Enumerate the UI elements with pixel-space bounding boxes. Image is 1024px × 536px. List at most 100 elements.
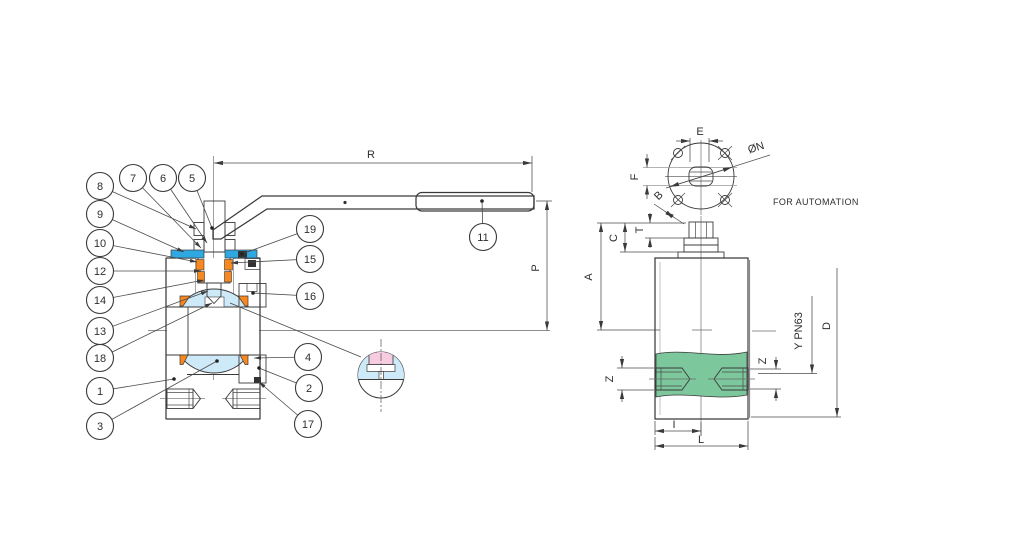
callout-10: 10: [85, 228, 115, 258]
handle-grip: [415, 191, 535, 212]
gland-nut-right: [224, 222, 236, 236]
right-view: E F B ØN FOR AUTOMATION: [583, 126, 859, 450]
dim-label-A: A: [583, 273, 595, 281]
dim-B: B: [652, 189, 685, 225]
dim-C: C: [608, 223, 678, 253]
gland-washer-right: [224, 239, 236, 252]
handle-bar: [212, 195, 535, 240]
svg-text:16: 16: [304, 291, 316, 303]
detail-bubble: [229, 302, 405, 412]
callout-16: 16: [295, 281, 325, 311]
callout-7: 7: [118, 163, 148, 193]
dim-label-Y: Y PN63: [793, 312, 805, 350]
side-port-right: [708, 367, 755, 391]
stop-pin: [248, 260, 256, 267]
dim-label-T: T: [634, 226, 646, 233]
svg-text:15: 15: [304, 254, 316, 266]
seat-seals: [179, 295, 249, 365]
callout-14: 14: [85, 285, 115, 315]
flow-bore: [167, 307, 259, 355]
callout-6: 6: [148, 163, 178, 193]
dim-Z-right: Z: [750, 357, 781, 401]
dim-label-D: D: [821, 322, 833, 330]
iso-pad-top-view: E F B ØN: [629, 126, 771, 225]
dim-label-R: R: [367, 149, 375, 161]
callout-4: 4: [293, 342, 323, 372]
callout-balloons: 1 2 3 4 5 6 7 8 9 10 11 12 13 14 15 16 1…: [85, 163, 498, 441]
svg-text:18: 18: [94, 353, 106, 365]
svg-text:6: 6: [160, 173, 166, 185]
svg-text:1: 1: [97, 386, 103, 398]
dim-label-B: B: [652, 189, 666, 203]
packing-ring-right-2: [224, 271, 232, 283]
stop-plate-left: [170, 249, 205, 259]
callout-8: 8: [85, 171, 115, 201]
callout-17: 17: [293, 409, 323, 439]
handle-lever: [212, 191, 535, 240]
dim-label-P: P: [530, 264, 542, 271]
dim-label-C: C: [608, 234, 620, 242]
packing-ring-right-1: [224, 259, 233, 271]
dim-I: I: [654, 419, 702, 436]
dim-label-L: L: [698, 434, 704, 446]
side-port-left: [649, 367, 696, 391]
svg-text:3: 3: [97, 421, 103, 433]
callout-18: 18: [85, 343, 115, 373]
callout-1: 1: [85, 376, 115, 406]
bolt-circle: [667, 142, 735, 210]
threaded-port-left: [160, 388, 205, 409]
seat-seal-top-right: [237, 295, 249, 307]
dim-label-Z-left: Z: [604, 375, 616, 382]
dim-F: F: [629, 154, 650, 199]
svg-text:5: 5: [189, 173, 195, 185]
callout-12: 12: [85, 256, 115, 286]
stem-shaft: [203, 200, 226, 253]
callout-15: 15: [295, 244, 325, 274]
dim-label-E: E: [696, 126, 703, 138]
callout-11: 11: [468, 222, 498, 252]
seat-insert-lower: [238, 354, 267, 384]
dim-A: A: [583, 223, 712, 331]
automation-side-view: T C A Z: [583, 213, 841, 450]
dim-R: R: [214, 149, 533, 192]
callout-3: 3: [85, 411, 115, 441]
dim-Z-left: Z: [604, 356, 654, 402]
svg-text:9: 9: [97, 209, 103, 221]
callouts: 1 2 3 4 5 6 7 8 9 10 11 12 13 14 15 16 1…: [85, 163, 498, 441]
dim-N: ØN: [665, 140, 771, 189]
stem-top-flats: [688, 166, 714, 187]
svg-text:8: 8: [97, 181, 103, 193]
callout-13: 13: [85, 316, 115, 346]
svg-text:7: 7: [130, 173, 136, 185]
svg-text:17: 17: [302, 419, 314, 431]
dim-Y: Y PN63: [752, 296, 817, 374]
leader-dots: [172, 199, 484, 381]
svg-text:2: 2: [306, 383, 312, 395]
gland-nut-left: [193, 222, 205, 236]
svg-text:4: 4: [305, 352, 311, 364]
packing-ring-left-1: [195, 259, 205, 271]
automation-note: FOR AUTOMATION: [773, 197, 859, 207]
dim-label-F: F: [629, 173, 641, 180]
hole-tap-marks: [670, 145, 733, 208]
seat-stop-screw: [254, 377, 261, 383]
dim-T: T: [597, 213, 689, 248]
dim-label-Z-right: Z: [757, 357, 769, 364]
svg-text:10: 10: [94, 238, 106, 250]
svg-text:19: 19: [304, 224, 316, 236]
svg-text:14: 14: [94, 295, 106, 307]
dim-label-N: ØN: [746, 140, 765, 156]
ball-slot: [204, 296, 225, 308]
mounting-holes: [673, 148, 730, 205]
dim-D: D: [751, 268, 841, 418]
svg-text:12: 12: [94, 266, 106, 278]
handle-rivet: [343, 200, 347, 205]
dim-L: L: [654, 421, 749, 450]
threaded-port-right: [222, 388, 266, 409]
callout-5: 5: [177, 163, 207, 193]
callout-2: 2: [294, 373, 324, 403]
dim-label-I: I: [672, 419, 675, 431]
svg-text:13: 13: [94, 326, 106, 338]
